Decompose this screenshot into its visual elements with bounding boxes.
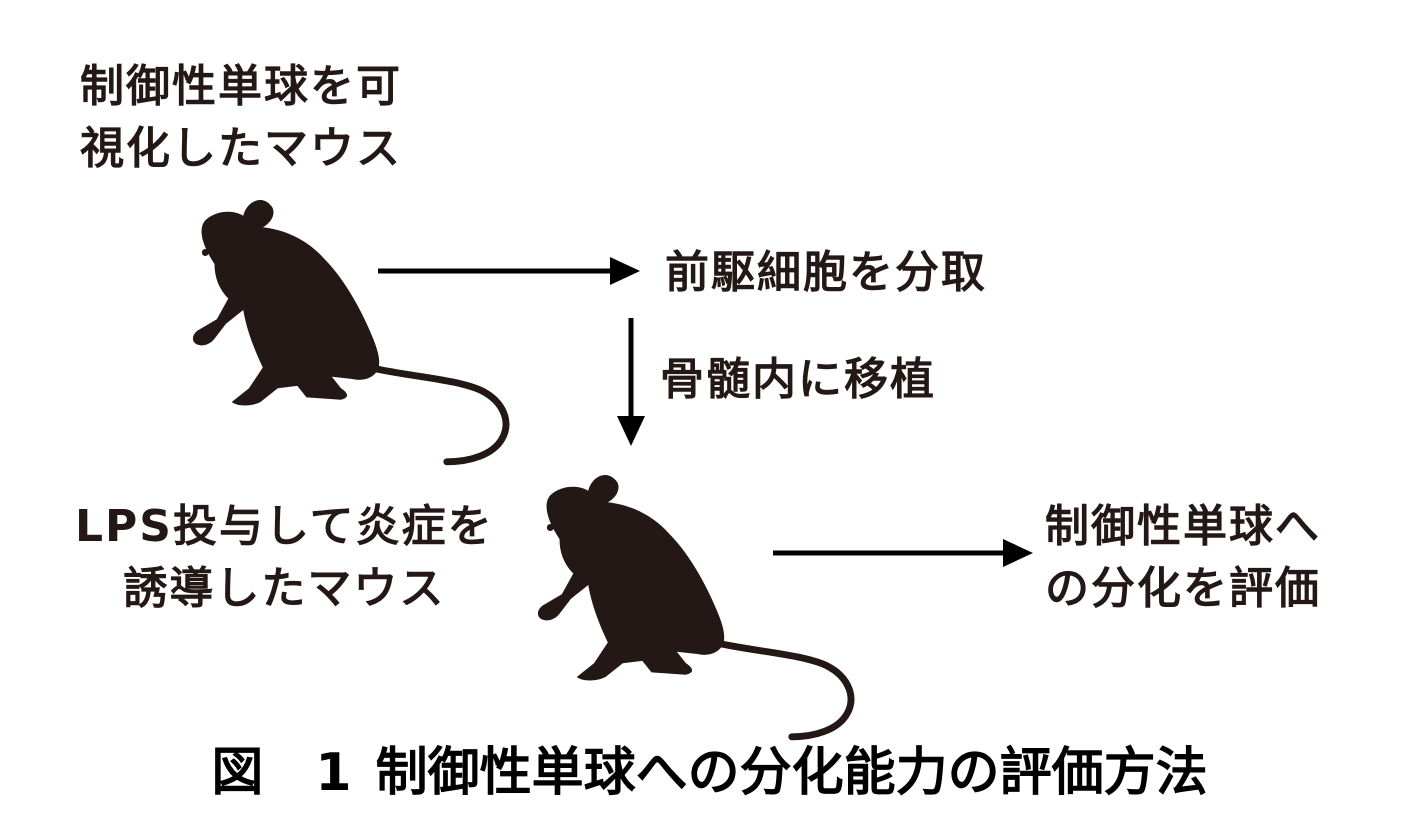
figure-number: 図 1	[211, 743, 351, 803]
recipient-mouse-label: LPS投与して炎症を 誘導したマウス	[75, 496, 494, 620]
figure-title: 制御性単球への分化能力の評価方法	[376, 743, 1208, 803]
sort-step-label: 前駆細胞を分取	[665, 248, 987, 298]
source-mouse-icon	[193, 200, 506, 462]
source-mouse-label-line-1: 制御性単球を可	[80, 56, 402, 118]
transplant-step-label: 骨髄内に移植	[660, 355, 936, 405]
recipient-mouse-label-line-2: 誘導したマウス	[75, 558, 494, 620]
figure-caption: 図 1 制御性単球への分化能力の評価方法	[0, 733, 1419, 813]
source-mouse-label: 制御性単球を可 視化したマウス	[80, 56, 402, 180]
arrow-to-sort	[378, 257, 640, 285]
recipient-mouse-icon	[538, 475, 851, 737]
recipient-mouse-label-line-1: LPS投与して炎症を	[75, 496, 494, 558]
arrow-to-evaluate	[773, 539, 1033, 567]
evaluation-label: 制御性単球へ の分化を評価	[1045, 496, 1321, 620]
arrow-down-transplant	[617, 318, 645, 446]
evaluation-label-line-2: の分化を評価	[1045, 558, 1321, 620]
evaluation-label-line-1: 制御性単球へ	[1045, 496, 1321, 558]
source-mouse-label-line-2: 視化したマウス	[80, 118, 402, 180]
